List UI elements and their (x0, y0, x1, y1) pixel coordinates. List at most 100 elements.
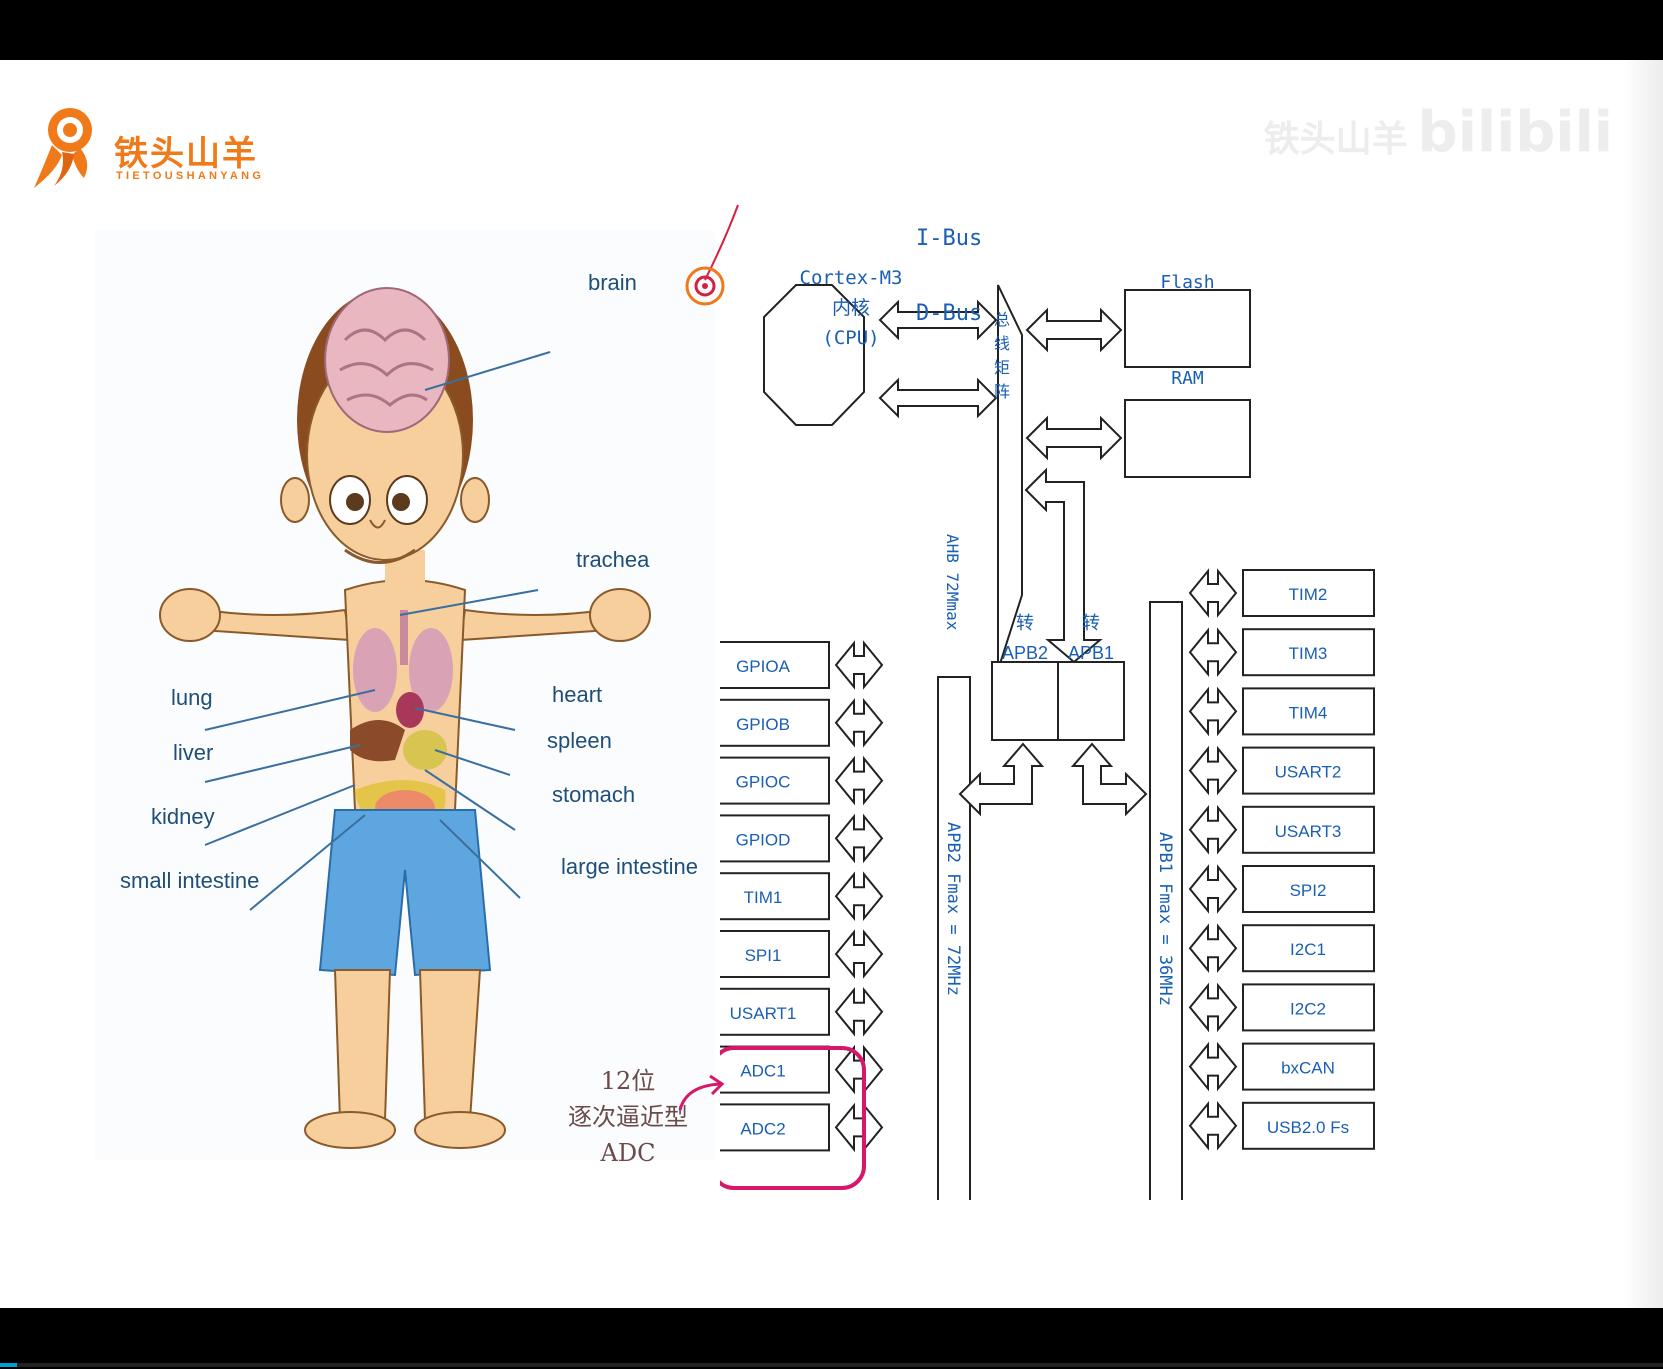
peripheral-label: TIM3 (1289, 644, 1328, 663)
organ-leader-lines (204, 351, 551, 911)
ahb-arrow (1024, 467, 1103, 664)
peripheral-box (1242, 805, 1375, 854)
apb1-peripheral-tim4: TIM4 (1188, 686, 1375, 737)
peripheral-label: USART2 (1275, 763, 1342, 782)
apb2-peripheral-gpioa: GPIOA (720, 640, 884, 690)
bus-arrow (834, 697, 884, 748)
cpu-label-line2: 内核 (831, 297, 870, 319)
peripheral-box (720, 756, 830, 805)
apb2-link-arrow (958, 742, 1045, 817)
ahb-label: AHB 72Mmax (943, 534, 962, 631)
apb2-peripheral-spi1: SPI1 (720, 929, 884, 979)
annotation-line1: 12位 (600, 1067, 656, 1095)
bridge-apb2-bottom: APB2 (1001, 643, 1049, 663)
peripheral-label: GPIOD (736, 830, 791, 849)
peripheral-box (1242, 924, 1375, 973)
apb1-peripheral-tim3: TIM3 (1188, 627, 1375, 678)
peripheral-label: ADC2 (740, 1119, 785, 1138)
bridge-apb1-top: 转 (1082, 613, 1100, 633)
bridge-apb2-label: 转 APB2 (992, 608, 1058, 668)
annotation-arrow-icon (678, 1074, 725, 1111)
label-trachea: trachea (576, 547, 650, 572)
peripheral-label: TIM4 (1289, 703, 1328, 722)
bus-matrix-label: 总线矩阵 (994, 310, 1011, 401)
peripheral-label: USB2.0 Fs (1267, 1118, 1349, 1137)
apb2-peripheral-usart1: USART1 (720, 986, 884, 1037)
annotation-line2: 逐次逼近型ADC (568, 1103, 688, 1167)
ibus-arrow (878, 299, 998, 341)
peripheral-box (1242, 1042, 1375, 1091)
bus-matrix-block (997, 284, 1023, 671)
peripheral-box (1242, 746, 1375, 795)
peripheral-box (1242, 983, 1375, 1032)
apb2-peripheral-adc2: ADC2 (720, 1102, 884, 1153)
bus-arrow (1188, 864, 1238, 914)
boy-figure (159, 287, 651, 1149)
peripheral-label: GPIOC (736, 773, 791, 792)
peripheral-label: GPIOA (736, 657, 791, 676)
peripheral-box (720, 698, 830, 747)
cpu-core-block (763, 284, 865, 426)
peripheral-label: TIM2 (1289, 585, 1328, 604)
bus-arrow (1188, 627, 1238, 678)
flash-label: Flash (1160, 272, 1215, 293)
logo-title: 铁头山羊 (114, 134, 258, 174)
peripheral-box (720, 814, 830, 863)
goat-logo-icon (34, 108, 92, 188)
label-large-intestine: large intestine (561, 854, 698, 879)
bus-arrow (834, 929, 884, 979)
bus-arrow (1188, 568, 1238, 618)
peripheral-box (720, 987, 830, 1036)
peripheral-box (720, 872, 830, 921)
adc-annotation: 12位 逐次逼近型ADC (548, 1063, 708, 1171)
video-progress-bar[interactable] (0, 1363, 1663, 1367)
apb1-peripheral-blocks: TIM2TIM3TIM4USART2USART3SPI2I2C1I2C2bxCA… (1188, 568, 1375, 1151)
apb2-peripheral-blocks: GPIOAGPIOBGPIOCGPIODTIM1SPI1USART1ADC1AD… (720, 640, 884, 1153)
peripheral-box (1242, 569, 1375, 617)
bridge-apb2-block (991, 661, 1059, 741)
bus-arrow (1188, 745, 1238, 796)
apb2-peripheral-gpiod: GPIOD (720, 813, 884, 864)
label-small-intestine: small intestine (120, 868, 260, 893)
bus-arrow (1188, 804, 1238, 855)
ram-label: RAM (1171, 368, 1204, 389)
bridge-apb1-bottom: APB1 (1067, 643, 1115, 663)
apb2-peripheral-gpioc: GPIOC (720, 755, 884, 806)
body-illustration (95, 230, 715, 1160)
label-spleen: spleen (547, 728, 612, 753)
label-stomach: stomach (552, 782, 636, 807)
watermark-text: 铁头山羊 (1263, 119, 1408, 160)
peripheral-box (1242, 865, 1375, 913)
peripheral-label: bxCAN (1281, 1059, 1335, 1078)
apb1-bus-bar (1149, 601, 1183, 1200)
peripheral-box (720, 930, 830, 978)
peripheral-label: I2C1 (1290, 940, 1326, 959)
bus-arrow (1188, 1041, 1238, 1092)
bus-arrow (834, 640, 884, 690)
label-lung: lung (171, 685, 213, 710)
cpu-label: Cortex-M3 内核 (CPU) (791, 263, 911, 353)
bus-arrow (834, 1044, 884, 1095)
peripheral-label: SPI1 (745, 946, 782, 965)
apb1-peripheral-tim2: TIM2 (1188, 568, 1375, 618)
peripheral-label: USART1 (730, 1004, 797, 1023)
bus-arrow (834, 871, 884, 922)
peripheral-box (1242, 628, 1375, 677)
apb1-peripheral-i2c2: I2C2 (1188, 982, 1375, 1033)
label-brain: brain (588, 270, 637, 295)
apb2-bus-label: APB2 Fmax = 72MHz (943, 822, 963, 996)
peripheral-box (1242, 1101, 1375, 1150)
cpu-label-line3: (CPU) (822, 327, 880, 349)
bus-arrow (834, 986, 884, 1037)
bus-arrow (1188, 923, 1238, 974)
logo-subtitle: TIETOUSHANYANG (116, 170, 265, 182)
flash-arrow (1025, 307, 1123, 353)
apb1-bus-label: APB1 Fmax = 36MHz (1155, 832, 1175, 1006)
bus-arrow (1188, 982, 1238, 1033)
block-diagram: GPIOAGPIOBGPIOCGPIODTIM1SPI1USART1ADC1AD… (720, 284, 1375, 1200)
bus-arrow (834, 755, 884, 806)
peripheral-label: TIM1 (744, 888, 783, 907)
bus-arrow (1188, 686, 1238, 737)
bridge-apb1-label: 转 APB1 (1058, 608, 1124, 668)
apb2-bus-bar (937, 676, 971, 1200)
